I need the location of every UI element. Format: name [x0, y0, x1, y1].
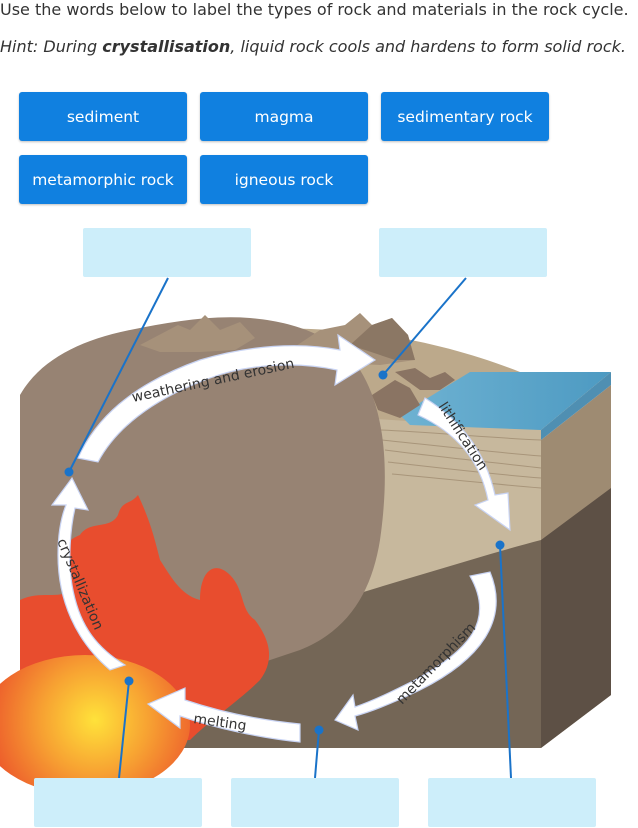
hint-suffix: , liquid rock cools and hardens to form … — [230, 37, 626, 56]
water-side — [541, 372, 611, 440]
marker-dot-sediment-region — [378, 370, 388, 380]
hint-prefix: Hint: During — [0, 37, 103, 56]
word-chip-metamorphic-rock[interactable]: metamorphic rock — [19, 155, 187, 204]
magma-glow — [0, 655, 190, 795]
arrow-weathering — [77, 333, 377, 463]
drop-zone-bottom-left[interactable] — [34, 778, 202, 827]
drop-zone-top-right[interactable] — [379, 228, 547, 277]
hint-text: Hint: During crystallisation, liquid roc… — [0, 37, 626, 57]
label-melting: melting — [192, 711, 247, 734]
marker-dot-metamorphic-region — [314, 725, 324, 735]
marker-dot-igneous-region — [64, 467, 74, 477]
leader-dots — [64, 370, 505, 735]
marker-dot-sedimentary-region — [495, 540, 505, 550]
instruction-text: Use the words below to label the types o… — [0, 0, 629, 19]
word-chip-igneous-rock[interactable]: igneous rock — [200, 155, 368, 204]
arrow-melting — [146, 687, 301, 743]
drop-zone-bottom-center[interactable] — [231, 778, 399, 827]
leader-lines — [68, 277, 512, 779]
marker-dot-magma-region — [124, 676, 134, 686]
hint-bold-term: crystallisation — [102, 37, 231, 56]
arrow-metamorphism — [334, 571, 497, 732]
arrow-crystallization — [50, 476, 127, 671]
drop-zone-top-left[interactable] — [83, 228, 251, 277]
block-side-deep — [541, 488, 611, 748]
cycle-arrows — [50, 333, 511, 743]
word-chip-sediment[interactable]: sediment — [19, 92, 187, 141]
word-chip-magma[interactable]: magma — [200, 92, 368, 141]
word-chip-sedimentary-rock[interactable]: sedimentary rock — [381, 92, 549, 141]
arrow-lithification — [417, 397, 511, 532]
drop-zone-bottom-right[interactable] — [428, 778, 596, 827]
ocean-water — [400, 372, 611, 430]
